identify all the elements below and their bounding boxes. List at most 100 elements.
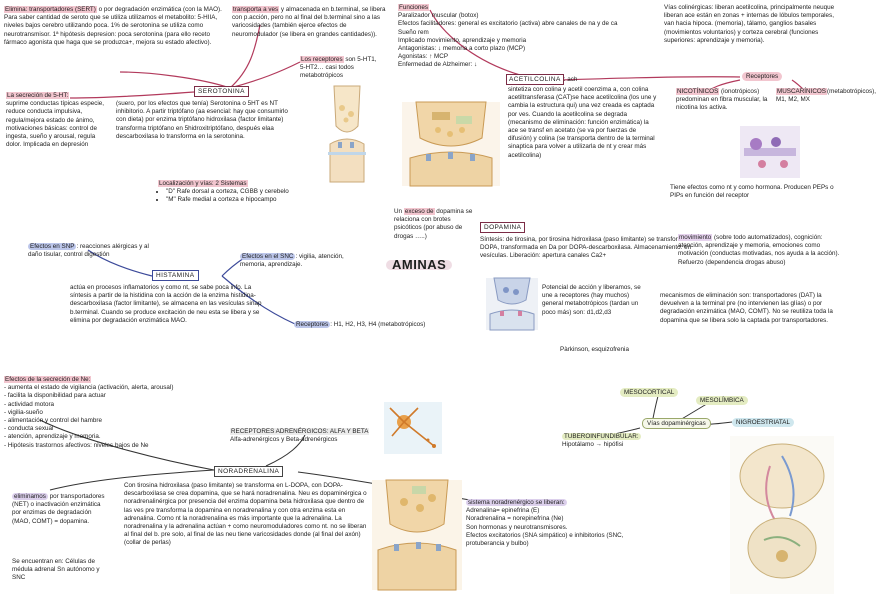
- acetilcolina-funciones: Funciones Paralizador muscular (botox) E…: [398, 4, 630, 70]
- via-mesocortical[interactable]: MESOCORTICAL: [620, 388, 679, 397]
- via-tuberoinfundibular: TUBEROINFUNDIBULAR: Hipotálamo → hipófis…: [562, 432, 662, 449]
- noradrenalina-efecto-item: - atención, aprendizaje y memoria.: [4, 433, 101, 441]
- noradrenaline-synapse-illustration: [372, 479, 462, 591]
- serotonina-secrecion-highlight: La secreción de 5-HT:: [6, 92, 70, 99]
- noradrenalina-sistema-line: Noradrenalina = norepinefrina (Ne): [466, 515, 564, 523]
- noradrenalina-efecto-item: - vigilia-sueño: [4, 408, 43, 416]
- histamina-snc-highlight: Efectos en el SNC: [240, 253, 296, 260]
- muscarinicos-highlight: MUSCARÍNICOS: [776, 88, 827, 95]
- histamina-node[interactable]: HISTAMINA: [152, 270, 199, 281]
- serotonina-localizacion-highlight: Localización y vías: 2 Sistemas: [158, 180, 248, 187]
- acetilcolina-funciones-highlight: Funciones: [398, 4, 430, 11]
- dopamina-exceso-highlight: exceso de: [403, 208, 435, 215]
- noradrenalina-elimina-text: por transportadores (NET) o inactivación…: [12, 493, 105, 525]
- histamina-receptores-text: : H1, H2, H3, H4 (metabotrópicos): [330, 321, 426, 328]
- noradrenalina-sistema-highlight: sistema noradrenérgico se liberan:: [466, 499, 567, 506]
- dopamina-sintesis: Síntesis: de tirosina, por tirosina hidr…: [480, 236, 703, 260]
- line-nora-elimina: [49, 469, 215, 491]
- line-nora-receptores: [265, 434, 306, 467]
- noradrenalina-sistema-line: Adrenalina= epinefrina (E): [466, 507, 540, 515]
- main-title: AMINAS: [386, 258, 453, 271]
- dopamina-potencial: Potencial de acción y liberamos, se une …: [542, 284, 641, 316]
- acetilcolina-funcion-line: Efectos facilitadores: general es excita…: [398, 20, 618, 28]
- dopamina-exceso: Un exceso de dopamina se relaciona con b…: [394, 208, 474, 241]
- brain-pathways-illustration: [730, 436, 834, 594]
- acetilcolina-sintesis: sintetiza con colina y acetil coenzima a…: [508, 86, 657, 159]
- noradrenalina-efecto-item: - facilita la disponibilidad para actuar: [4, 392, 106, 400]
- acetilcolina-label-suffix: : ach: [563, 76, 578, 83]
- line-histamina-snp: [87, 249, 153, 277]
- noradrenalina-receptores-title: RECEPTORES ADRENÉRGICOS: ALFA Y BETA: [230, 428, 370, 435]
- noradrenalina-elimina-highlight: eliminamos: [12, 493, 48, 500]
- noradrenalina-sistema: sistema noradrenérgico se liberan: Adren…: [466, 498, 652, 548]
- noradrenalina-efecto-item: - alimentación y control del hambre: [4, 417, 103, 425]
- dopamina-movimiento-highlight: movimiento: [678, 234, 713, 241]
- histamina-snc-text: : vigilia, atención, memoria, aprendizaj…: [240, 253, 344, 269]
- via-nigroestriatal[interactable]: NIGROESTRIATAL: [732, 418, 794, 427]
- serotonina-sintesis: (suero, por los efectos que tenía) Serot…: [116, 100, 288, 140]
- serotonina-transporta: transporta a ves y almacenada en b.termi…: [232, 6, 390, 39]
- serotonin-synapse-illustration: [324, 85, 370, 183]
- serotonina-receptores: Los receptores son 5-HT1, 5-HT2… casi to…: [300, 56, 380, 81]
- line-serotonina-transporta: [229, 24, 261, 89]
- line-serotonina-elimina: [119, 71, 231, 89]
- acetilcolina-funcion-line: Implicado movimiento, aprendizaje y memo…: [398, 36, 527, 44]
- noradrenalina-efecto-item: - actividad motora: [4, 400, 55, 408]
- line-nora-efectos: [39, 419, 215, 471]
- nicotinicos-text: (ionotrópicos) predominan en fibra muscu…: [676, 88, 768, 112]
- noradrenalina-efecto-item: - aumenta el estado de vigilancia (activ…: [4, 384, 174, 392]
- dopamina-node[interactable]: DOPAMINA: [480, 222, 526, 233]
- histamina-descripcion: actúa en procesos inflamatorios y como n…: [70, 284, 262, 324]
- via-tuberoinfundibular-label[interactable]: TUBEROINFUNDIBULAR:: [562, 433, 641, 440]
- noradrenalina-node[interactable]: NORADRENALINA: [214, 466, 284, 477]
- dopamina-exceso-intro: Un: [394, 208, 404, 215]
- histamina-snp-highlight: Efectos en SNP: [28, 243, 77, 250]
- connector-lines: [39, 9, 807, 501]
- acetilcolina-nicotinicos: NICOTÍNICOS (ionotrópicos) predominan en…: [676, 88, 768, 113]
- dopamina-funciones: movimiento (sobre todo automatizados), c…: [678, 234, 846, 267]
- line-acetil-funciones: [429, 9, 521, 76]
- acetilcolina-node[interactable]: ACETILCOLINA: [506, 74, 564, 85]
- acetilcolina-nt-hormona: Tiene efectos como nt y como hormona. Pr…: [670, 184, 834, 200]
- line-serotonina-secrecion: [69, 91, 195, 99]
- receptor-illustration: [740, 126, 800, 178]
- dopamina-eliminacion: mecanismos de eliminación son: transport…: [660, 292, 833, 324]
- noradrenalina-receptores: RECEPTORES ADRENÉRGICOS: ALFA Y BETA Alf…: [230, 428, 390, 444]
- noradrenalina-efectos: Efectos de la secreción de Ne: - aumenta…: [4, 376, 214, 450]
- histamina-receptores-highlight: Receptores: [294, 321, 331, 328]
- serotonina-localizacion: Localización y vías: 2 Sistemas "D" Rafe…: [158, 180, 318, 205]
- via-tuberoinfundibular-text: Hipotálamo → hipófisi: [562, 441, 624, 449]
- histamina-receptores: Receptores: H1, H2, H3, H4 (metabotrópic…: [294, 320, 454, 329]
- dopamine-synapse-illustration: [486, 277, 538, 331]
- histamina-snp: Efectos en SNP: reacciones alérgicas y a…: [28, 242, 160, 259]
- acetilcolina-receptores-node[interactable]: Receptores: [742, 72, 783, 81]
- serotonina-secrecion: La secreción de 5-HT: suprime conductas …: [6, 92, 104, 149]
- dopamina-exceso-text: dopamina se relaciona con brotes psicóti…: [394, 208, 473, 240]
- acetilcolina-funcion-line: Agonistas: ↑ MCP: [398, 53, 449, 61]
- serotonina-receptores-text: son 5-HT1, 5-HT2… casi todos metabotrópi…: [300, 56, 377, 80]
- vias-dopaminergicas-node[interactable]: Vías dopaminérgicas: [642, 418, 711, 429]
- noradrenalina-efecto-item: - conducta sexual: [4, 425, 54, 433]
- serotonina-loc-item: "M" Rafe medial a corteza e hipocampo: [166, 196, 318, 204]
- serotonina-loc-item: "D" Rafe dorsal a corteza, CGBB y cerebe…: [166, 188, 318, 196]
- via-mesolimbica[interactable]: MESOLÍMBICA: [696, 396, 748, 405]
- acetilcolina-muscarinicos: MUSCARÍNICOS(metabotrópicos), M1, M2, MX: [776, 88, 876, 104]
- noradrenalina-elimina: eliminamos por transportadores (NET) o i…: [12, 492, 108, 526]
- muscarinicos-text: (metabotrópicos), M1, M2, MX: [776, 88, 876, 104]
- noradrenalina-efecto-item: - Hipótesis trastornos afectivos: nivele…: [4, 441, 149, 449]
- line-serotonina-receptores: [229, 61, 301, 89]
- serotonina-transporta-highlight: transporta a ves: [232, 6, 280, 13]
- noradrenalina-encuentran: Se encuentran en: Células de médula adre…: [12, 558, 100, 582]
- noradrenalina-sintesis: Con tirosina hidroxilasa (paso limitante…: [124, 482, 367, 547]
- histamina-snp-text: : reacciones alérgicas y al daño tisular…: [28, 243, 149, 259]
- nicotinicos-highlight: NICOTÍNICOS: [676, 88, 720, 95]
- serotonina-transporta-text: y almacenada en b.terminal, se libera co…: [232, 6, 386, 38]
- acetylcholine-synapse-illustration: [402, 101, 500, 187]
- acetilcolina-funcion-line: Antagonistas: ↓ memoria a corto plazo (M…: [398, 45, 526, 53]
- acetilcolina-vias: Vías colinérgicas: liberan acetilcolina,…: [664, 4, 835, 44]
- serotonina-elimina-highlight: Elimina: transportadores (SERT): [4, 6, 97, 13]
- noradrenalina-sistema-line: Son hormonas y neurotransmisores.: [466, 523, 568, 531]
- acetilcolina-funcion-line: Enfermedad de Alzheimer: ↓: [398, 61, 478, 69]
- noradrenalina-efectos-title: Efectos de la secreción de Ne:: [4, 376, 92, 383]
- serotonina-node[interactable]: SEROTONINA: [194, 86, 249, 97]
